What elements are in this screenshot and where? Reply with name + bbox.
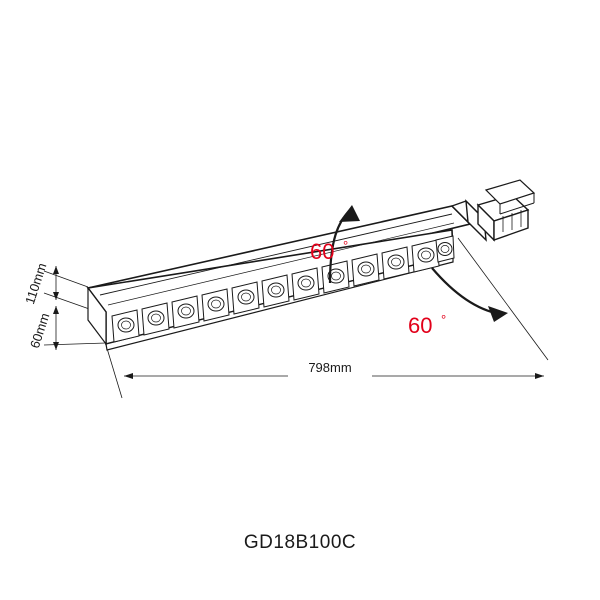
rotation-angle-unit: ° bbox=[441, 312, 446, 327]
angle-label-tilt: 60 ° bbox=[310, 238, 348, 264]
motion-arrowheads bbox=[339, 205, 508, 322]
dimension-label-depth: 60mm bbox=[27, 311, 52, 350]
rotation-angle-value: 60 bbox=[408, 313, 432, 338]
dimension-label-height: 110mm bbox=[22, 261, 49, 306]
length-value: 798mm bbox=[308, 360, 351, 375]
dimension-label-length: 798mm bbox=[308, 360, 351, 375]
tilt-angle-unit: ° bbox=[343, 238, 348, 253]
height-value: 110mm bbox=[22, 261, 49, 306]
tilt-angle-value: 60 bbox=[310, 239, 334, 264]
depth-value: 60mm bbox=[27, 311, 52, 350]
dimension-lines bbox=[43, 237, 549, 399]
model-number-label: GD18B100C bbox=[243, 532, 357, 553]
dimension-arrowheads bbox=[53, 266, 544, 379]
track-adapter bbox=[450, 179, 536, 242]
angle-label-rotation: 60 ° bbox=[408, 312, 446, 338]
led-cells bbox=[111, 235, 455, 343]
